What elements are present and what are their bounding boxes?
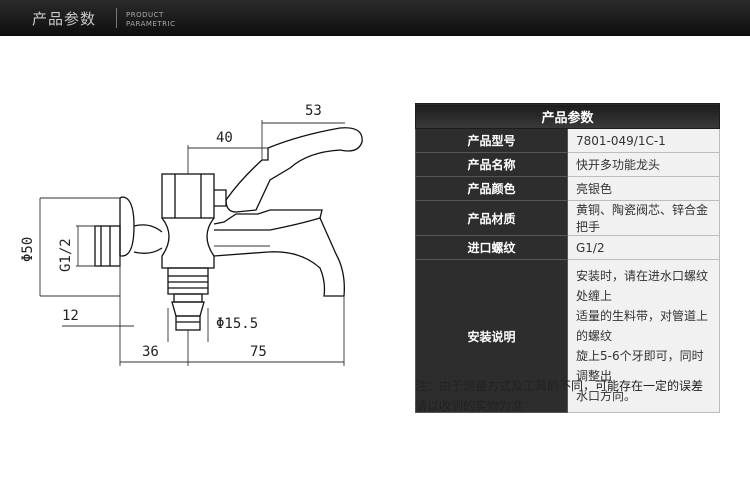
header-title: 产品参数 [32,10,97,28]
spec-value-model: 7801-049/1C-1 [567,128,720,153]
faucet-technical-drawing: 53 40 Φ50 G1/2 12 Φ15.5 36 75 [0,36,400,396]
lever-handle [225,127,363,213]
install-line: 适量的生料带，对管道上的螺纹 [576,309,709,343]
dim-40: 40 [216,130,233,146]
spout-top [213,209,323,231]
spec-table-title: 产品参数 [415,103,720,129]
top-header-bar: 产品参数 PRODUCT PARAMETRIC [0,0,750,36]
spec-label-material: 产品材质 [415,200,568,236]
dimension-lines [39,120,345,366]
header-divider [116,8,117,28]
install-line: 水口方向。 [576,389,637,403]
inlet-thread [94,225,121,267]
install-line: 旋上5-6个牙即可，同时调整出 [576,349,704,383]
header-subtitle-line2: PARAMETRIC [126,20,176,28]
spec-label-name: 产品名称 [415,152,568,177]
header-subtitle-line1: PRODUCT [126,11,164,19]
install-line: 安装时，请在进水口螺纹处缠上 [576,269,709,303]
footnote-line1: 注：由于测量方式及工具的不同，可能存在一定的误差 [415,379,704,393]
spec-label-install: 安装说明 [415,259,568,413]
table-row: 产品型号 7801-049/1C-1 [415,128,720,153]
spec-value-color: 亮银色 [567,176,720,201]
spec-value-install: 安装时，请在进水口螺纹处缠上 适量的生料带，对管道上的螺纹 旋上5-6个牙即可，… [567,259,720,413]
dim-75: 75 [250,344,267,360]
valve-body-top [161,173,215,219]
wall-flange [119,196,135,257]
dim-53: 53 [305,103,322,119]
spec-value-name: 快开多功能龙头 [567,152,720,177]
spec-value-thread: G1/2 [567,235,720,260]
table-row: 产品颜色 亮银色 [415,176,720,201]
spec-table: 产品参数 产品型号 7801-049/1C-1 产品名称 快开多功能龙头 产品颜… [415,103,720,413]
hose-nut [167,267,209,277]
spec-label-color: 产品颜色 [415,176,568,201]
faucet-outline [94,127,363,331]
table-row: 产品名称 快开多功能龙头 [415,152,720,177]
dim-phi50: Φ50 [20,237,36,262]
spec-label-thread: 进口螺纹 [415,235,568,260]
table-row: 安装说明 安装时，请在进水口螺纹处缠上 适量的生料带，对管道上的螺纹 旋上5-6… [415,259,720,413]
spec-value-material: 黄铜、陶瓷阀芯、锌合金把手 [567,200,720,236]
dim-12: 12 [62,308,79,324]
table-row: 进口螺纹 G1/2 [415,235,720,260]
footnote: 注：由于测量方式及工具的不同，可能存在一定的误差 请以收到的实物为准 [415,376,735,416]
dim-36: 36 [142,344,159,360]
hose-barb [171,301,205,317]
spec-table-header-row: 产品参数 [415,103,720,129]
dim-thread: G1/2 [58,238,74,272]
table-row: 产品材质 黄铜、陶瓷阀芯、锌合金把手 [415,200,720,236]
spout-body [213,217,345,297]
spec-label-model: 产品型号 [415,128,568,153]
dim-phi15-5: Φ15.5 [216,316,258,332]
footnote-line2: 请以收到的实物为准 [415,399,524,413]
